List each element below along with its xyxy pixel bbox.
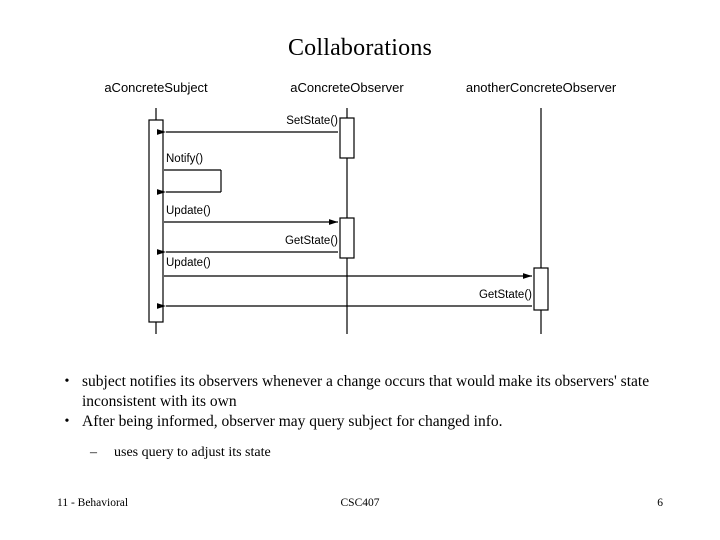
activation-box-subject [148, 119, 164, 323]
bullet-list: • subject notifies its observers wheneve… [52, 372, 668, 462]
dash-marker-icon: – [90, 444, 97, 460]
page-title: Collaborations [287, 35, 433, 61]
lifeline-label-observer: aConcreteObserver [290, 80, 404, 95]
lifeline-label-another-observer: anotherConcreteObserver [466, 80, 617, 95]
bullet-text: After being informed, observer may query… [82, 413, 503, 430]
message-label-update-1: Update() [166, 205, 211, 217]
activation-box-observer-1 [339, 117, 355, 159]
message-label-notify: Notify() [166, 153, 203, 165]
list-item: • subject notifies its observers wheneve… [52, 372, 668, 411]
footer-course-label: CSC407 [340, 497, 380, 509]
bullet-marker-icon: • [64, 414, 70, 429]
footer-section-label: 11 - Behavioral [57, 497, 129, 509]
message-label-update-2: Update() [166, 257, 211, 269]
message-label-getstate-2: GetState() [479, 289, 532, 301]
sub-list-item: – uses query to adjust its state [90, 443, 668, 462]
message-label-setstate: SetState() [286, 115, 338, 127]
bullet-text: subject notifies its observers whenever … [82, 373, 650, 410]
bullet-marker-icon: • [64, 374, 70, 389]
activation-box-observer-2 [339, 217, 355, 259]
lifeline-label-subject: aConcreteSubject [104, 80, 208, 95]
activation-box-another-observer [533, 267, 549, 311]
uml-sequence-diagram: aConcreteSubject aConcreteObserver anoth… [0, 70, 720, 340]
sub-bullet-text: uses query to adjust its state [114, 444, 271, 460]
message-label-getstate-1: GetState() [285, 235, 338, 247]
slide-footer: 11 - Behavioral CSC407 6 [0, 496, 720, 516]
footer-page-number: 6 [657, 497, 663, 509]
list-item: • After being informed, observer may que… [52, 412, 668, 432]
